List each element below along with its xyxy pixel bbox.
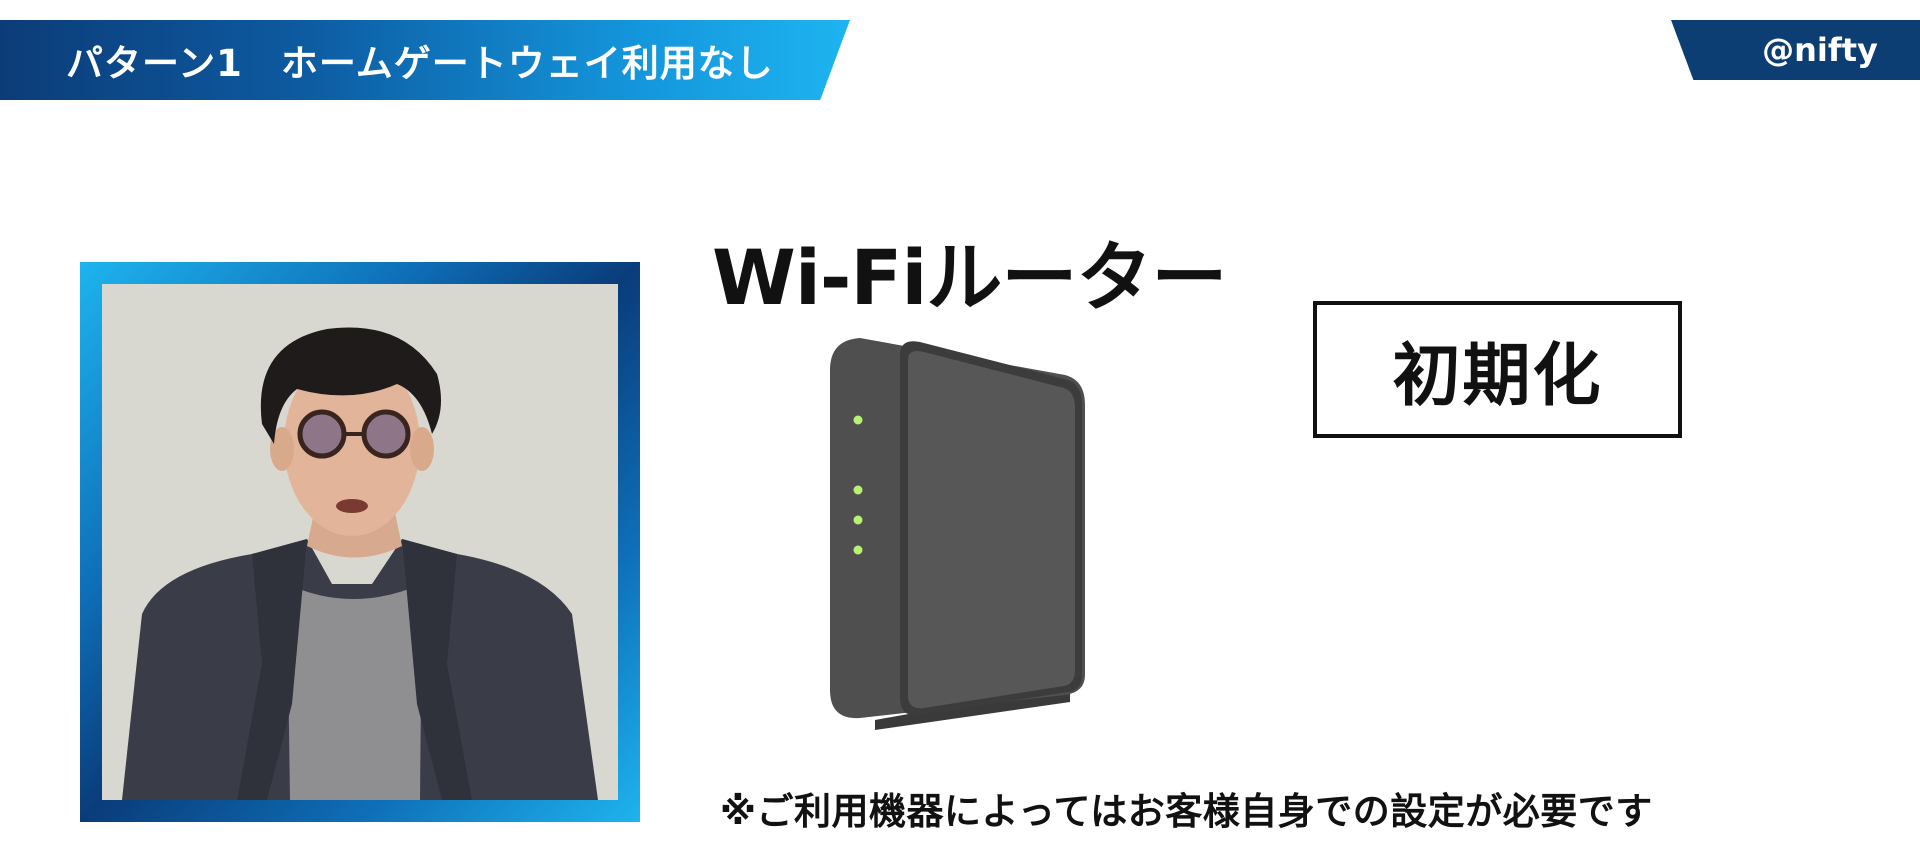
wifi-router-icon <box>820 330 1100 740</box>
brand-badge <box>1671 20 1920 80</box>
title-banner <box>0 20 850 100</box>
brand-logo-text: @nifty <box>1762 31 1878 69</box>
reset-action-box: 初期化 <box>1313 301 1682 438</box>
footnote: ※ご利用機器によってはお客様自身での設定が必要です <box>720 790 1653 833</box>
presenter-illustration <box>102 284 618 800</box>
slide-title: パターン1 ホームゲートウェイ利用なし <box>66 42 774 85</box>
presenter-photo <box>102 284 618 800</box>
presenter-photo-frame <box>80 262 640 822</box>
product-title: Wi-Fiルーター <box>712 233 1227 322</box>
reset-label: 初期化 <box>1392 337 1603 416</box>
